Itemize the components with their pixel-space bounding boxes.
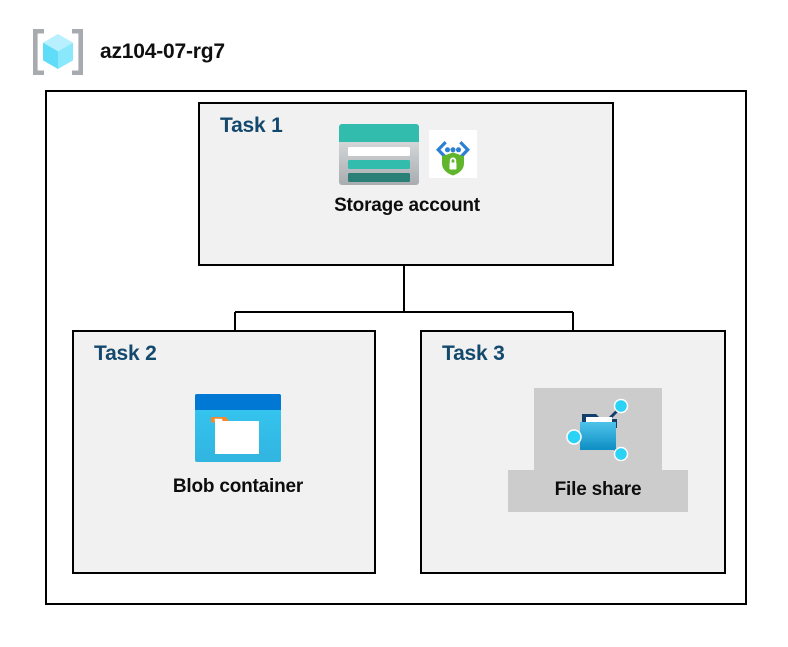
storage-icon-row (337, 122, 477, 187)
file-share-caption-highlight: File share (508, 470, 688, 512)
resource-group-header: az104-07-rg7 (30, 26, 225, 78)
storage-account-caption: Storage account (334, 195, 480, 216)
task-label-3: Task 3 (442, 342, 505, 365)
node-storage-account: Storage account (296, 122, 518, 217)
secure-identity-icon (429, 122, 477, 178)
node-file-share: File share (508, 388, 688, 512)
storage-account-icon (337, 122, 421, 187)
blob-container-icon (193, 392, 283, 476)
resource-group-cube-icon (30, 26, 86, 78)
task-label-1: Task 1 (220, 114, 283, 137)
resource-group-title: az104-07-rg7 (100, 40, 225, 63)
file-share-caption: File share (554, 479, 642, 500)
task-label-2: Task 2 (94, 342, 157, 365)
resource-group-boundary (45, 90, 747, 605)
task-box-2: Task 2 (72, 330, 376, 574)
blob-container-caption: Blob container (172, 476, 304, 497)
node-blob-container: Blob container (150, 392, 326, 498)
file-share-icon-highlight (534, 388, 662, 470)
file-share-icon (560, 392, 636, 468)
